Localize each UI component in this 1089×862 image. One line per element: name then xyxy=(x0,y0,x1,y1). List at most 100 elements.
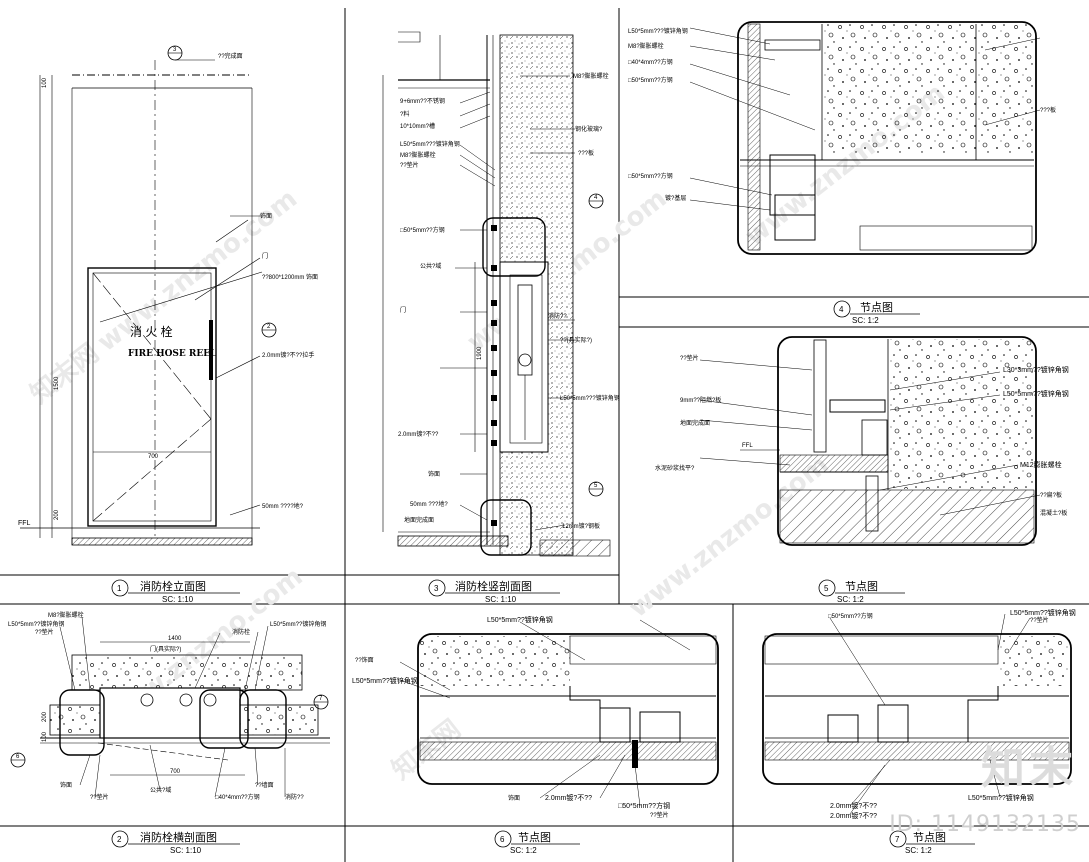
callout: 2.0mm镀?不?? xyxy=(398,430,439,438)
panel-node-6: L50*5mm??镀锌角钢 ??饰面 L50*5mm??镀锌角钢 饰面 2.0m… xyxy=(352,615,719,819)
view-scale: SC: 1:10 xyxy=(162,595,194,604)
callout: L50*5mm??镀锌角钢 xyxy=(8,620,64,628)
callout: 门 xyxy=(400,306,406,314)
view-title: 节点图 xyxy=(845,580,878,593)
title-block-5: 5 节点图 SC: 1:2 xyxy=(818,579,905,604)
callout: 地面完成面 xyxy=(404,516,434,524)
dim-label: 700 xyxy=(148,454,159,460)
view-title: 消防栓立面图 xyxy=(140,579,206,593)
panel-node-5: 9mm??阻燃?板 ??垫片 地面完成面 水泥砂浆找平? L30*3mm??镀锌… xyxy=(655,336,1069,546)
callout: M8?膨胀螺栓 xyxy=(573,72,609,80)
view-number: 5 xyxy=(824,584,829,593)
callout: M8?膨胀螺栓 xyxy=(48,611,84,619)
view-scale: SC: 1:10 xyxy=(485,595,517,604)
callout: □50*5mm??方钢 xyxy=(628,172,673,180)
callout: 门 xyxy=(262,252,268,260)
callout: 饰面 xyxy=(428,470,440,478)
svg-text:3: 3 xyxy=(173,47,177,53)
callout: M8?膨胀螺栓 xyxy=(628,42,664,50)
callout: L50*5mm???镀锌角钢 xyxy=(628,27,688,35)
callout: 混凝土?板 xyxy=(1040,509,1067,517)
callout: 饰面 xyxy=(260,212,272,220)
callout: ?料 xyxy=(400,110,409,118)
dim-label: 200 xyxy=(54,509,60,520)
watermark: www.znzmo.com xyxy=(92,184,303,358)
callout: L50*5mm??镀锌角钢 xyxy=(270,620,326,628)
callout: 9+6mm??不锈钢 xyxy=(400,97,445,105)
view-scale: SC: 1:2 xyxy=(837,595,864,604)
callout: 镀?基层 xyxy=(665,194,686,202)
callout: 12mm镀?钢板 xyxy=(562,522,600,530)
view-title: 节点图 xyxy=(860,301,893,314)
callout: 消防栓 xyxy=(232,628,250,636)
callout: L50*5mm??镀锌角钢 xyxy=(968,793,1034,802)
callout: L50*5mm??镀锌角钢 xyxy=(1003,389,1069,398)
callout: □40*4mm??方钢 xyxy=(628,58,673,66)
callout: □50*5mm??方钢 xyxy=(618,801,670,810)
callout: ??垫片 xyxy=(1030,616,1049,624)
callout: 2.0mm镀?不?? xyxy=(830,811,877,820)
view-title: 消防栓横剖面图 xyxy=(140,830,217,844)
image-id-label: ID: 1149132135 xyxy=(889,812,1081,837)
title-block-4: 4 节点图 SC: 1:2 xyxy=(833,300,920,325)
dim-label: 700 xyxy=(170,769,181,775)
callout: ???板 xyxy=(578,149,594,157)
callout: L50*5mm??镀锌角钢 xyxy=(487,615,553,624)
ffl-label: FFL xyxy=(742,443,753,449)
view-number: 4 xyxy=(839,305,844,314)
callout: 9mm??阻燃?板 xyxy=(680,396,721,404)
callout: 水泥砂浆找平? xyxy=(655,464,695,472)
cabinet-door xyxy=(87,267,217,527)
callout: 钢化玻璃? xyxy=(575,125,603,133)
handle xyxy=(209,320,213,380)
callout: □40*4mm??方钢 xyxy=(215,793,260,801)
callout: □50*5mm??方钢 xyxy=(628,76,673,84)
brand-watermark: 知末 xyxy=(981,743,1077,794)
callout: 消防?? xyxy=(548,312,567,320)
callout: L50*5mm???镀锌角钢 xyxy=(560,394,620,402)
sign-en: FIRE HOSE REEL xyxy=(128,349,217,359)
title-block-1: 1 消防栓立面图 SC: 1:10 xyxy=(111,579,240,604)
dim-label: 200 xyxy=(42,711,48,722)
sign-cn: 消 火 栓 xyxy=(130,324,173,339)
callout: 公共?域 xyxy=(420,262,441,270)
dim-label: 1400 xyxy=(168,636,182,642)
callout: ??饰面 xyxy=(355,656,374,664)
callout: ??墙面 xyxy=(255,781,274,789)
panel-frames xyxy=(0,8,1089,862)
panel-elevation: 消 火 栓 FIRE HOSE REEL FFL 100 1500 200 70… xyxy=(18,45,318,546)
panel-horizontal-section: 7 6 1400 700 200 100 M8?膨胀螺栓 L50*5mm??镀锌… xyxy=(8,611,330,801)
callout: 门(具实际?) xyxy=(150,645,181,653)
view-number: 1 xyxy=(117,584,122,593)
view-scale: SC: 1:2 xyxy=(905,846,932,855)
title-block-3: 3 消防栓竖剖面图 SC: 1:10 xyxy=(428,579,560,604)
callout: M8?膨胀螺栓 xyxy=(400,151,436,159)
callout: ??垫片 xyxy=(680,354,699,362)
panel-node-7: □50*5mm??方钢 L50*5mm??镀锌角钢 ??垫片 2.0mm镀?不?… xyxy=(762,608,1076,820)
view-title: 消防栓竖剖面图 xyxy=(455,579,532,593)
callout: ??完成面 xyxy=(218,52,243,60)
callout: 2.0mm镀?不??拉手 xyxy=(262,351,314,359)
title-block-7: 7 节点图 SC: 1:2 xyxy=(889,830,975,855)
ffl-label: FFL xyxy=(18,520,31,527)
panel-node-4: L50*5mm???镀锌角钢 M8?膨胀螺栓 □40*4mm??方钢 □50*5… xyxy=(628,21,1056,255)
callout: ??扁?板 xyxy=(1040,491,1062,499)
title-block-6: 6 节点图 SC: 1:2 xyxy=(494,830,580,855)
svg-text:4: 4 xyxy=(594,195,598,201)
view-scale: SC: 1:2 xyxy=(852,316,879,325)
svg-text:5: 5 xyxy=(594,483,598,489)
callout: ??垫片 xyxy=(400,161,419,169)
callout: L50*5mm??镀锌角钢 xyxy=(352,676,418,685)
callout: 2.0mm镀?不?? xyxy=(830,801,877,810)
callout: 饰面 xyxy=(60,781,72,789)
callout: L30*3mm??镀锌角钢 xyxy=(1003,365,1069,374)
svg-text:6: 6 xyxy=(16,754,20,760)
callout: 10*10mm?槽 xyxy=(400,122,435,130)
view-number: 2 xyxy=(117,835,122,844)
dim-label: 1500 xyxy=(54,376,60,390)
svg-text:7: 7 xyxy=(319,696,323,702)
callout: 50mm ???地? xyxy=(410,500,448,508)
callout: ???板 xyxy=(1040,106,1056,114)
callout: ??垫片 xyxy=(35,628,54,636)
callout: 2.0mm镀?不?? xyxy=(545,793,592,802)
